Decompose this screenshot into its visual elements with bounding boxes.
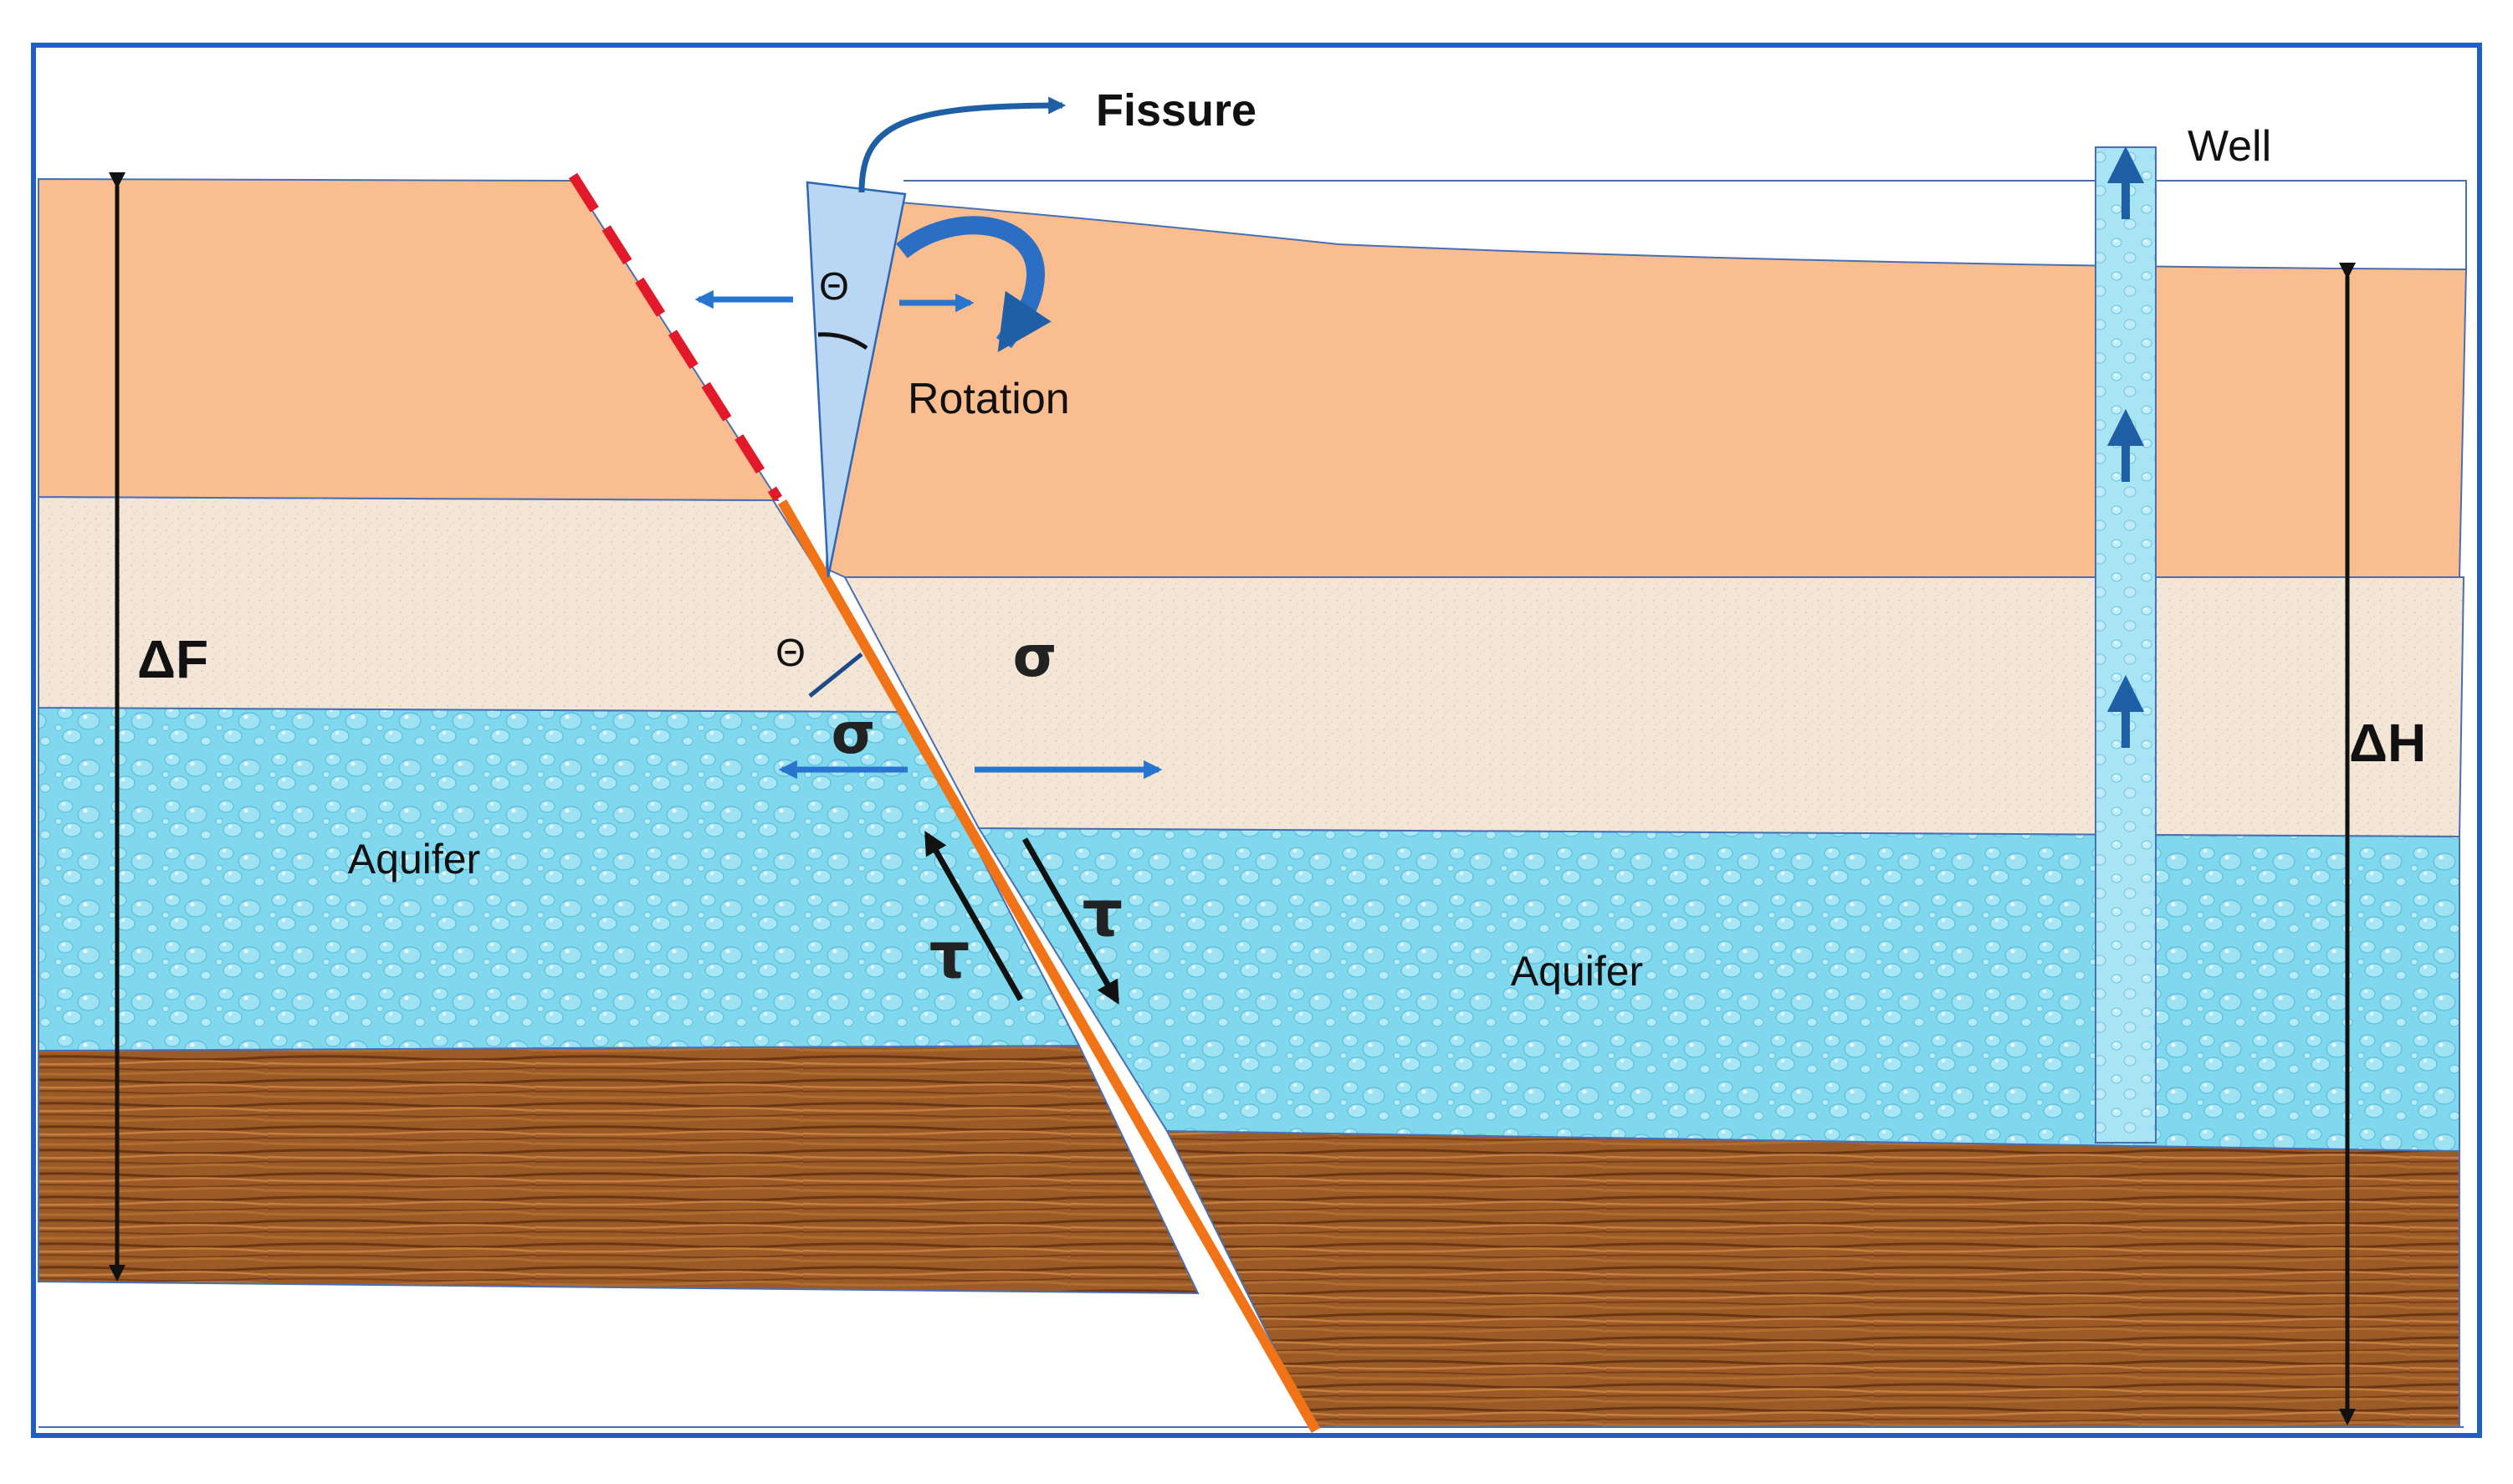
fault-projection-dashed	[568, 172, 783, 502]
right-bedrock-layer	[1165, 1129, 2460, 1428]
rotation-arrow	[896, 216, 1052, 352]
right-clay-layer	[825, 196, 2468, 578]
fissure-wedge	[806, 181, 907, 578]
fissure-pointer-arrow	[858, 96, 1067, 193]
well-flow-arrow-middle	[2106, 408, 2145, 482]
original-ground-surface	[903, 180, 2467, 269]
fault-trace	[777, 499, 1321, 1433]
well-casing	[2095, 146, 2157, 1144]
tau-arrow-up	[924, 831, 1024, 1001]
aquifer-left-label: Aquifer	[348, 836, 480, 883]
theta-fault-tick	[808, 652, 863, 698]
delta-f-label: ΔF	[137, 629, 208, 689]
theta-fault-label: Θ	[775, 631, 806, 674]
theta-fissure-arc	[817, 332, 868, 351]
delta-h-label: ΔH	[2349, 713, 2426, 773]
sigma-lower-label: σ	[832, 701, 876, 767]
right-sand-layer	[843, 576, 2465, 838]
sigma-upper-label: σ	[1013, 624, 1057, 690]
tau-left-label: τ	[929, 918, 970, 992]
well-flow-arrow-top	[2106, 146, 2145, 219]
left-aquifer-layer	[38, 706, 1081, 1052]
fissure-label: Fissure	[1096, 85, 1256, 136]
left-bedrock-layer	[38, 1044, 1200, 1295]
theta-fissure-label: Θ	[819, 264, 849, 308]
left-clay-layer	[38, 177, 780, 502]
tau-right-label: τ	[1082, 876, 1123, 950]
well-label: Well	[2188, 122, 2271, 171]
right-aquifer-layer	[977, 826, 2460, 1153]
tau-arrow-down	[1021, 837, 1120, 1005]
aquifer-right-label: Aquifer	[1511, 948, 1643, 995]
rotation-label: Rotation	[908, 375, 1070, 423]
well-flow-arrow-bottom	[2106, 674, 2145, 748]
